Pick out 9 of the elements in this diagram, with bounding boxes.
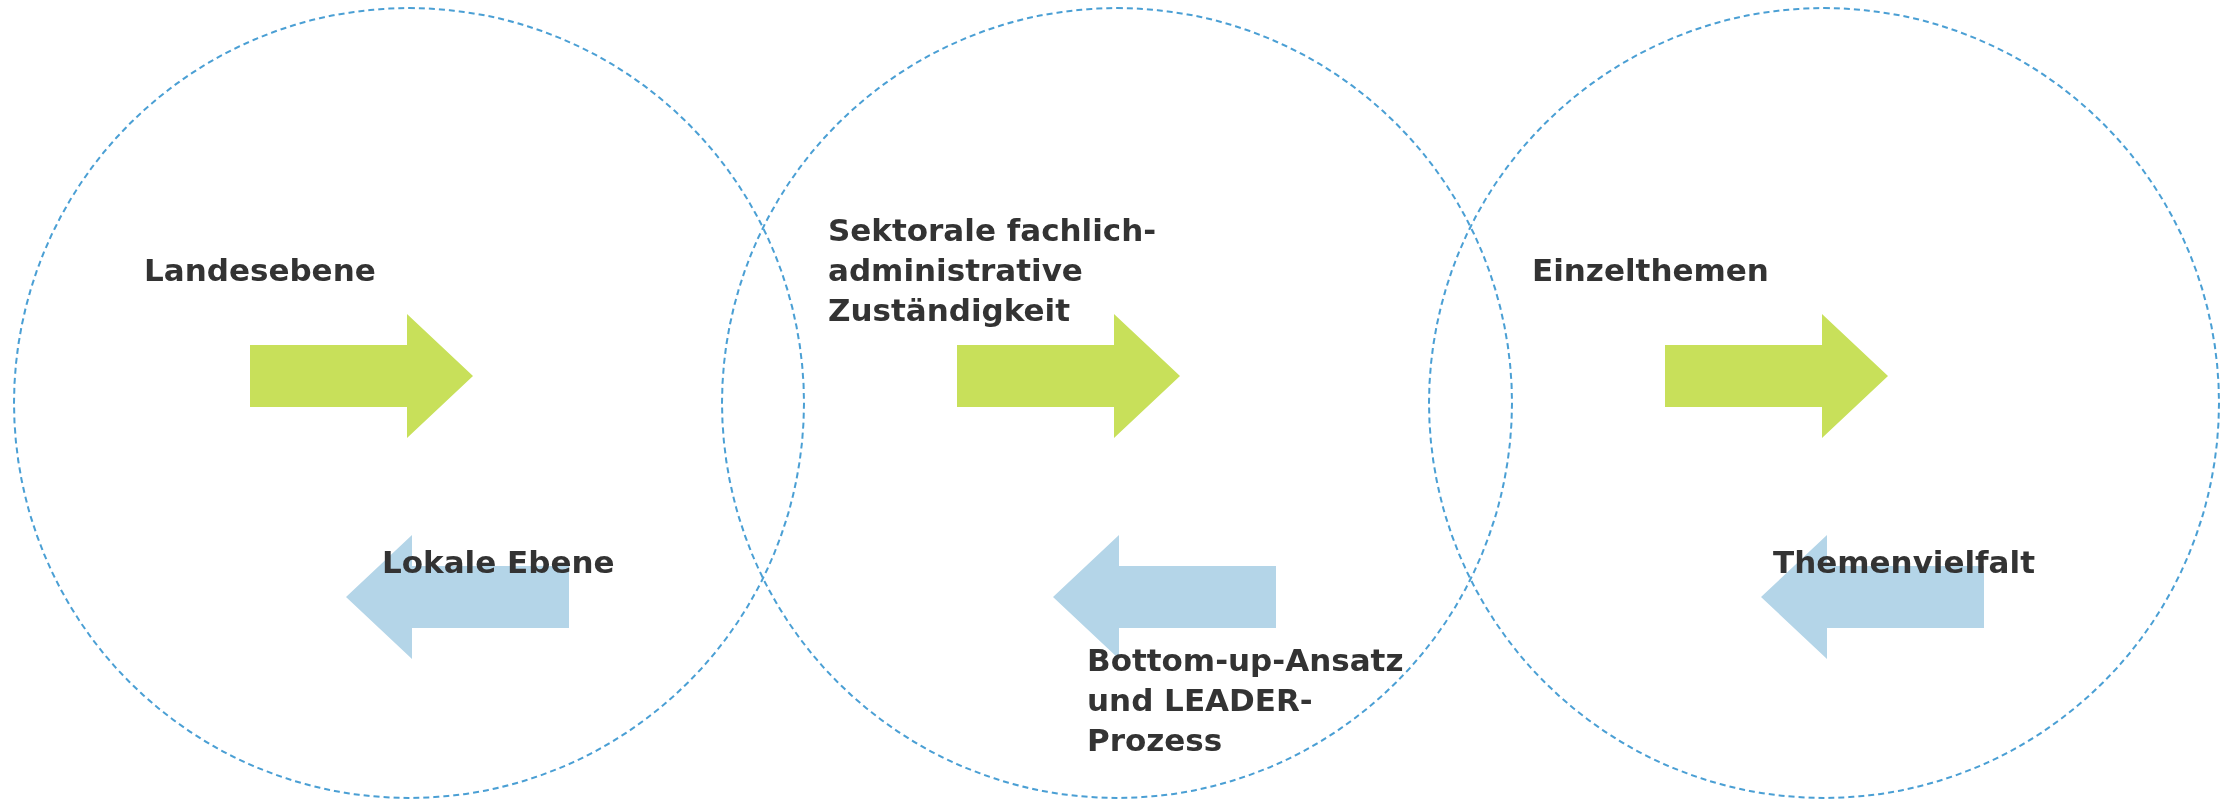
dashed-circle	[13, 7, 805, 799]
level-label: Themenvielfalt	[1773, 542, 2073, 582]
level-label: Lokale Ebene	[382, 542, 682, 582]
level-label: Bottom-up-Ansatz und LEADER-Prozess	[1087, 640, 1407, 760]
level-label: Sektorale fachlich-administrative Zuständigkeit	[828, 210, 1208, 330]
level-label: Einzelthemen	[1532, 250, 1832, 290]
dashed-circle	[721, 7, 1513, 799]
dashed-circle	[1428, 7, 2220, 799]
level-label: Landesebene	[144, 250, 444, 290]
